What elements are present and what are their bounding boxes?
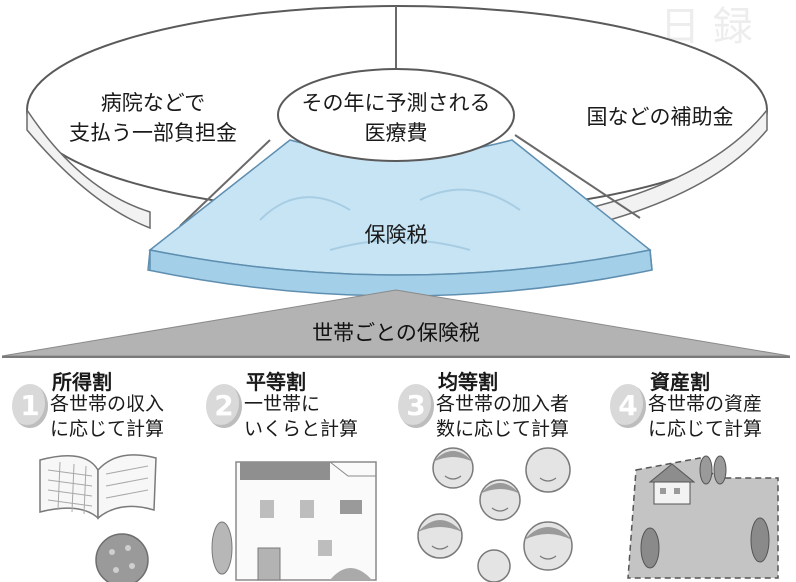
method-per-member: 3 均等割 各世帯の加入者 数に応じて計算 (398, 366, 608, 456)
method-description: 各世帯の資産 に応じて計算 (648, 392, 762, 442)
method-title: 均等割 (438, 370, 498, 394)
method-desc-line2: に応じて計算 (50, 418, 165, 440)
method-desc-line2: に応じて計算 (648, 418, 763, 440)
medical-costs-line1: その年に予測される (301, 91, 491, 115)
tax-segment-sketch (259, 188, 521, 251)
method-description: 各世帯の加入者 数に応じて計算 (436, 392, 569, 442)
method-title: 資産割 (650, 370, 710, 394)
number-badge-2: 2 (206, 384, 242, 428)
insurance-tax-label: 保険税 (364, 223, 428, 247)
method-desc-line1: 各世帯の加入者 (436, 393, 570, 415)
book-icon (39, 454, 157, 582)
method-description: 一世帯に いくらと計算 (244, 392, 358, 442)
method-desc-line1: 一世帯に (244, 393, 321, 415)
land-house-icon (627, 455, 779, 579)
hospital-copay-label: 病院などで 支払う一部負担金 (38, 88, 268, 148)
household-tax-label: 世帯ごとの保険税 (312, 321, 480, 345)
divider-right (514, 134, 641, 219)
number-badge-1: 1 (12, 384, 48, 428)
method-desc-line2: 数に応じて計算 (436, 418, 570, 440)
houses-icon (211, 461, 377, 581)
national-subsidy-label: 国などの補助金 (586, 105, 734, 129)
method-description: 各世帯の収入 に応じて計算 (50, 392, 164, 442)
number-badge-3: 3 (398, 384, 434, 428)
method-title: 平等割 (246, 370, 306, 394)
method-income: 1 所得割 各世帯の収入 に応じて計算 (12, 366, 202, 456)
method-desc-line2: いくらと計算 (244, 418, 359, 440)
hospital-copay-line1: 病院などで (100, 91, 206, 115)
hospital-copay-line2: 支払う一部負担金 (69, 121, 237, 145)
tax-segment-edges (149, 249, 653, 271)
family-faces-icon (417, 447, 573, 582)
number-badge-4: 4 (610, 384, 646, 428)
center-ellipse (277, 68, 515, 162)
disk-edge-left (26, 107, 151, 230)
method-desc-line1: 各世帯の収入 (50, 393, 165, 415)
medical-costs-line2: 医療費 (364, 121, 428, 145)
method-assets: 4 資産割 各世帯の資産 に応じて計算 (610, 366, 790, 456)
method-equal-household: 2 平等割 一世帯に いくらと計算 (206, 366, 396, 456)
medical-costs-label: その年に予測される 医療費 (286, 88, 506, 148)
method-desc-line1: 各世帯の資産 (648, 393, 763, 415)
divider-left (179, 139, 271, 227)
method-title: 所得割 (52, 370, 112, 394)
